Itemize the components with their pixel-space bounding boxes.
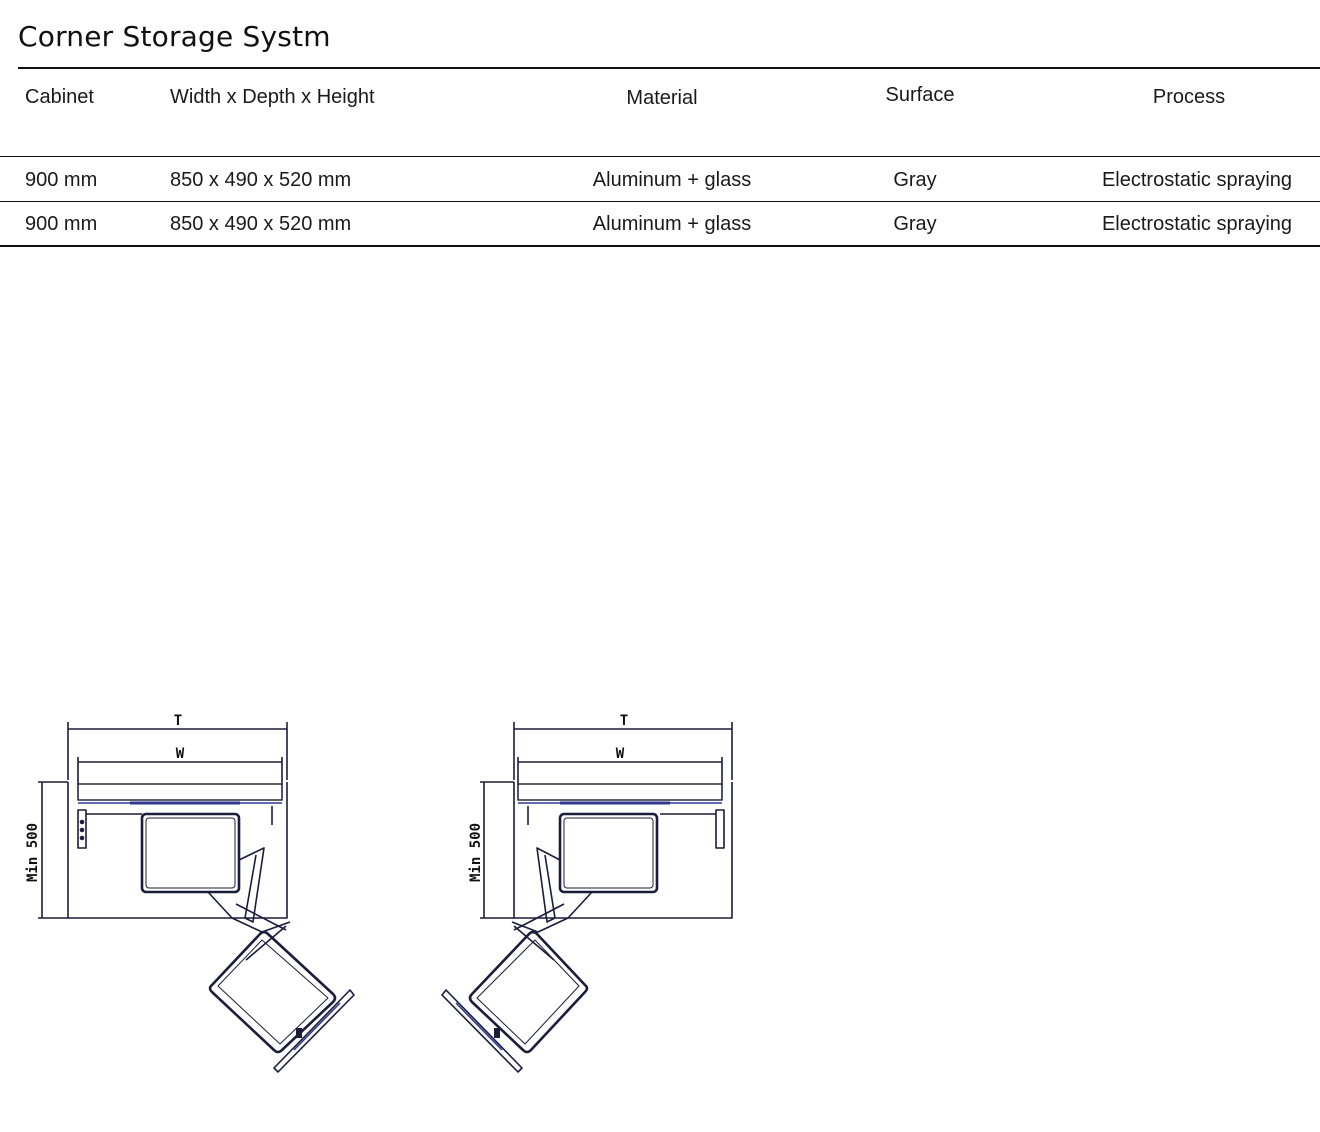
header-surface: Surface xyxy=(885,84,955,106)
cell-cabinet: 900 mm xyxy=(25,169,98,191)
table-top-rule xyxy=(18,67,1320,69)
dim-w-label: W xyxy=(176,746,185,762)
dim-t-label: T xyxy=(620,713,628,729)
row-divider xyxy=(0,201,1320,202)
header-bottom-rule xyxy=(0,156,1320,157)
drawing-right: T W Min 500 xyxy=(441,713,733,1073)
cell-surface: Gray xyxy=(893,213,937,235)
dim-min-label: Min 500 xyxy=(468,823,484,882)
header-process: Process xyxy=(1152,86,1226,108)
technical-drawings: T W Min 500 xyxy=(25,713,733,1073)
dim-t-label: T xyxy=(174,713,182,729)
cell-material: Aluminum + glass xyxy=(592,169,752,191)
cell-process: Electrostatic spraying xyxy=(1101,169,1293,191)
header-cabinet: Cabinet xyxy=(25,86,94,108)
cell-cabinet: 900 mm xyxy=(25,213,98,235)
cell-surface: Gray xyxy=(893,169,937,191)
table-bottom-rule xyxy=(0,245,1320,247)
header-material: Material xyxy=(626,87,698,109)
cell-process: Electrostatic spraying xyxy=(1101,213,1293,235)
cell-dimensions: 850 x 490 x 520 mm xyxy=(170,213,352,235)
header-dimensions: Width x Depth x Height xyxy=(170,86,375,108)
cell-material: Aluminum + glass xyxy=(592,213,752,235)
dim-min-label: Min 500 xyxy=(25,823,41,882)
drawing-left: T W Min 500 xyxy=(25,713,355,1073)
dim-w-label: W xyxy=(616,746,625,762)
cell-dimensions: 850 x 490 x 520 mm xyxy=(170,169,352,191)
page-title: Corner Storage Systm xyxy=(18,20,331,53)
